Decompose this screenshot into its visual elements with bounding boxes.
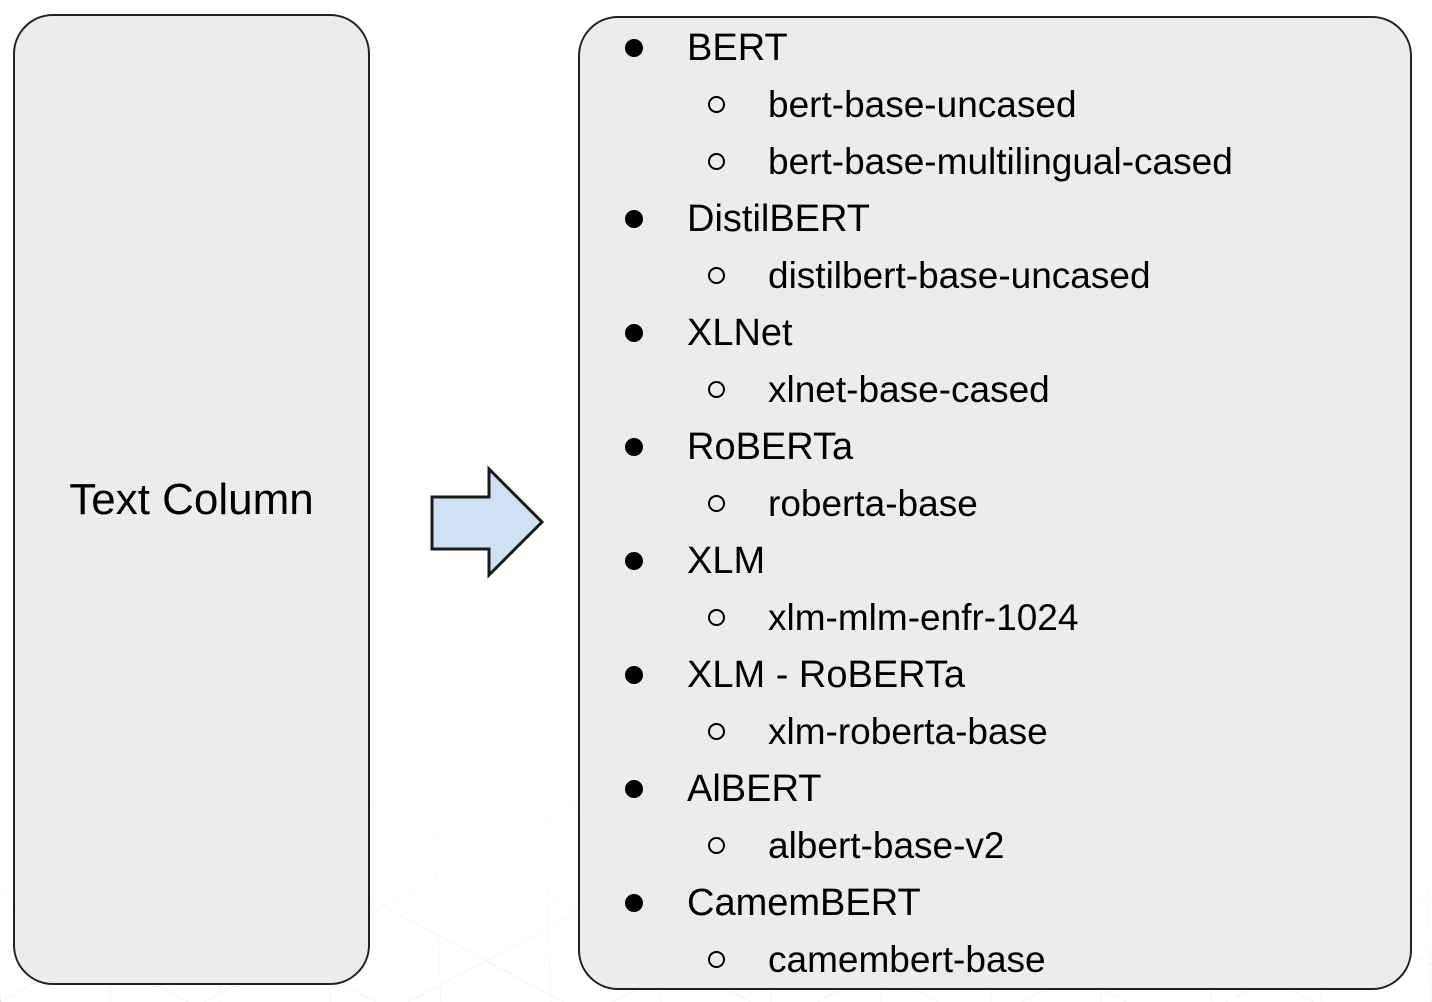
right-arrow-icon xyxy=(430,465,545,579)
model-name-label: bert-base-uncased xyxy=(768,84,1077,125)
bullet-dot-icon xyxy=(625,209,643,228)
model-name-label: roberta-base xyxy=(768,483,978,524)
model-group-label: CamemBERT xyxy=(687,881,921,924)
bullet-dot-icon xyxy=(625,437,643,456)
model-name-label: xlm-mlm-enfr-1024 xyxy=(768,597,1079,638)
model-group-item: XLNet xyxy=(580,304,1410,361)
model-name-label: camembert-base xyxy=(768,939,1046,980)
bullet-dot-icon xyxy=(625,551,643,570)
model-group-label: BERT xyxy=(687,26,788,69)
model-item: albert-base-v2 xyxy=(580,817,1410,874)
text-column-box: Text Column xyxy=(13,14,370,985)
model-group-label: XLM xyxy=(687,539,766,582)
model-group-label: XLM - RoBERTa xyxy=(687,653,966,696)
model-group-label: XLNet xyxy=(687,311,793,354)
model-item: bert-base-uncased xyxy=(580,76,1410,133)
text-column-label: Text Column xyxy=(69,474,314,524)
model-group-item: XLM - RoBERTa xyxy=(580,646,1410,703)
model-group-label: RoBERTa xyxy=(687,425,854,468)
model-name-label: albert-base-v2 xyxy=(768,825,1005,866)
model-list-box: BERT bert-base-uncased bert-base-multiling… xyxy=(578,16,1412,990)
model-group-item: AlBERT xyxy=(580,760,1410,817)
bullet-dot-icon xyxy=(625,779,643,798)
model-item: xlnet-base-cased xyxy=(580,361,1410,418)
bullet-circle-icon xyxy=(708,837,725,854)
model-group-item: XLM xyxy=(580,532,1410,589)
bullet-circle-icon xyxy=(708,951,725,968)
bullet-circle-icon xyxy=(708,96,725,113)
bullet-dot-icon xyxy=(625,893,643,912)
model-group-label: AlBERT xyxy=(687,767,822,810)
bullet-circle-icon xyxy=(708,723,725,740)
model-item: distilbert-base-uncased xyxy=(580,247,1410,304)
model-name-label: distilbert-base-uncased xyxy=(768,255,1151,296)
model-group-item: BERT xyxy=(580,19,1410,76)
bullet-dot-icon xyxy=(625,665,643,684)
model-group-item: DistilBERT xyxy=(580,190,1410,247)
model-item: camembert-base xyxy=(580,931,1410,988)
bullet-circle-icon xyxy=(708,609,725,626)
model-group-item: CamemBERT xyxy=(580,874,1410,931)
model-item: xlm-mlm-enfr-1024 xyxy=(580,589,1410,646)
model-group-item: RoBERTa xyxy=(580,418,1410,475)
model-name-label: bert-base-multilingual-cased xyxy=(768,141,1233,182)
bullet-circle-icon xyxy=(708,267,725,284)
bullet-dot-icon xyxy=(625,38,643,57)
model-list: BERT bert-base-uncased bert-base-multiling… xyxy=(580,19,1410,988)
bullet-dot-icon xyxy=(625,323,643,342)
model-name-label: xlm-roberta-base xyxy=(768,711,1048,752)
model-group-label: DistilBERT xyxy=(687,197,870,240)
bullet-circle-icon xyxy=(708,153,725,170)
model-item: xlm-roberta-base xyxy=(580,703,1410,760)
model-name-label: xlnet-base-cased xyxy=(768,369,1050,410)
bullet-circle-icon xyxy=(708,495,725,512)
model-item: roberta-base xyxy=(580,475,1410,532)
model-item: bert-base-multilingual-cased xyxy=(580,133,1410,190)
bullet-circle-icon xyxy=(708,381,725,398)
